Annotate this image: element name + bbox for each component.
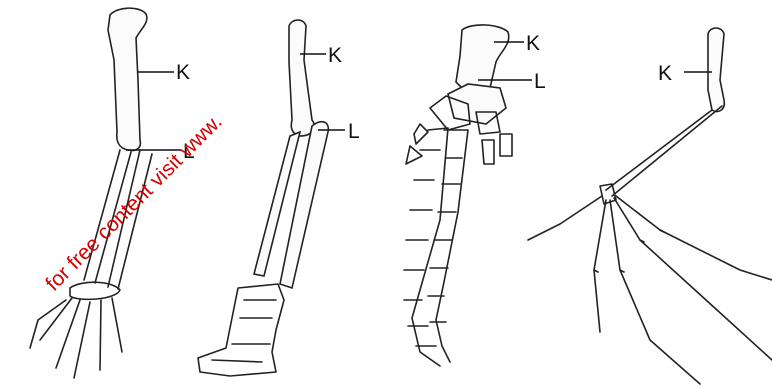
limb-4-forearm xyxy=(606,106,722,196)
limb-1-wrist xyxy=(70,282,120,299)
limb-3-label-k: K xyxy=(526,32,540,55)
limb-2-label-l: L xyxy=(348,120,360,143)
limb-4-thumb xyxy=(528,196,602,240)
limb-4-label-k: K xyxy=(658,62,672,85)
limb-3-digit-3 xyxy=(482,134,512,164)
limb-3-digit-2 xyxy=(412,128,468,366)
limb-4-humerus xyxy=(708,28,724,112)
limb-1-humerus xyxy=(108,8,147,150)
limb-2-foreleg xyxy=(198,20,328,376)
limb-3-label-l: L xyxy=(534,70,546,93)
limb-3-flipper xyxy=(404,25,512,366)
limb-2-humerus xyxy=(289,20,314,136)
limb-4-digits xyxy=(594,196,772,384)
limb-3-digit-1 xyxy=(406,124,428,164)
limb-1-label-k: K xyxy=(176,61,190,84)
limb-2-foot xyxy=(198,284,284,376)
limb-4-wing xyxy=(528,28,772,384)
limb-2-label-k: K xyxy=(328,44,342,67)
